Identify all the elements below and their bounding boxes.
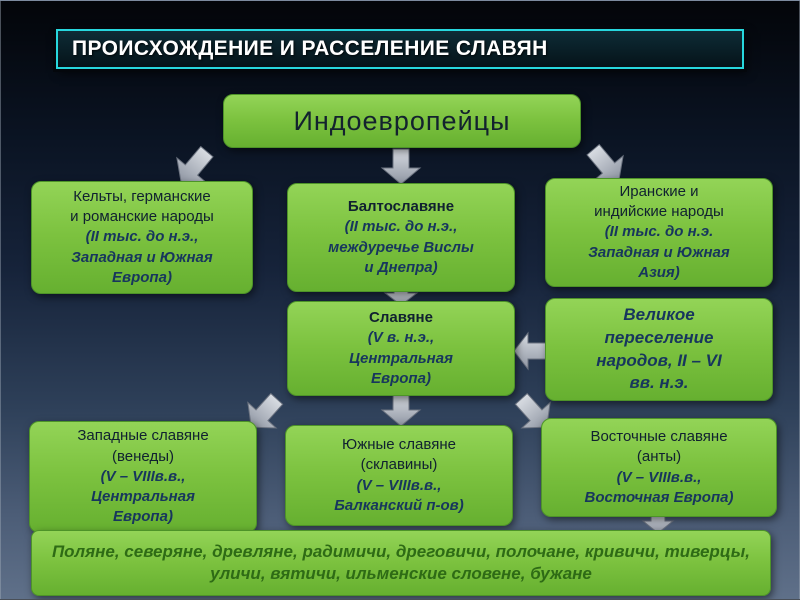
box-balto-slavs-line-3: и Днепра) xyxy=(364,258,438,276)
arrow-root-to-balts xyxy=(380,148,422,185)
box-celts-line-0: Кельты, германские xyxy=(73,187,211,205)
box-slavs-line-0: Славяне xyxy=(369,309,433,326)
box-great-migration: Великое переселение народов, II – VI вв.… xyxy=(545,298,773,401)
box-slavs-line-2: Центральная xyxy=(349,349,453,367)
box-balto-slavs: Балтославяне (II тыс. до н.э., междуречь… xyxy=(287,183,515,292)
arrow-slavs-to-south xyxy=(380,394,422,427)
box-eastern-slavs-line-0: Восточные славяне xyxy=(590,428,728,445)
slide-title: ПРОИСХОЖДЕНИЕ И РАССЕЛЕНИЕ СЛАВЯН xyxy=(56,29,744,69)
tribes-text: Поляне, северяне, древляне, радимичи, др… xyxy=(51,541,751,583)
box-western-slavs: Западные славяне (венеды) (V – VIIIв.в.,… xyxy=(29,421,257,533)
box-celts-line-1: и романские народы xyxy=(70,208,214,226)
box-balto-slavs-line-2: междуречье Вислы xyxy=(328,238,474,256)
box-great-migration-line-1: переселение xyxy=(604,327,714,347)
box-southern-slavs-line-0: Южные славяне xyxy=(342,436,456,453)
box-iranian-indian-line-0: Иранские и xyxy=(619,182,699,200)
box-iranian-indian: Иранские и индийские народы (II тыс. до … xyxy=(545,178,773,287)
box-western-slavs-line-2: (V – VIIIв.в., xyxy=(100,467,186,485)
box-iranian-indian-line-1: индийские народы xyxy=(594,203,724,221)
box-indo-europeans-label: Индоевропейцы xyxy=(293,105,511,136)
box-indo-europeans: Индоевропейцы xyxy=(223,94,581,148)
box-eastern-slavs-line-3: Восточная Европа) xyxy=(584,488,734,506)
box-celts-line-2: (II тыс. до н.э., xyxy=(85,228,199,246)
box-great-migration-line-3: вв. н.э. xyxy=(629,373,689,393)
box-slavs-line-1: (V в. н.э., xyxy=(367,329,435,347)
box-tribes-list: Поляне, северяне, древляне, радимичи, др… xyxy=(31,530,771,596)
box-celts-line-3: Западная и Южная xyxy=(71,248,213,266)
box-iranian-indian-line-4: Азия) xyxy=(638,263,680,281)
box-southern-slavs-line-3: Балканский п-ов) xyxy=(334,496,464,514)
box-slavs-line-3: Европа) xyxy=(371,369,431,387)
box-eastern-slavs-line-2: (V – VIIIв.в., xyxy=(616,468,702,486)
box-iranian-indian-line-2: (II тыс. до н.э. xyxy=(604,223,714,241)
box-southern-slavs: Южные славяне (склавины) (V – VIIIв.в., … xyxy=(285,425,513,526)
box-celts-line-4: Европа) xyxy=(112,268,172,286)
box-great-migration-line-0: Великое xyxy=(623,304,695,324)
box-eastern-slavs: Восточные славяне (анты) (V – VIIIв.в., … xyxy=(541,418,777,517)
box-iranian-indian-line-3: Западная и Южная xyxy=(588,243,730,261)
box-balto-slavs-line-0: Балтославяне xyxy=(347,198,455,215)
box-celts-germanic-romance: Кельты, германские и романские народы (I… xyxy=(31,181,253,294)
box-western-slavs-line-1: (венеды) xyxy=(112,447,174,465)
box-southern-slavs-line-2: (V – VIIIв.в., xyxy=(356,476,442,494)
box-balto-slavs-line-1: (II тыс. до н.э., xyxy=(344,218,458,236)
box-western-slavs-line-0: Западные славяне xyxy=(77,427,209,445)
box-great-migration-line-2: народов, II – VI xyxy=(596,350,722,370)
box-slavs: Славяне (V в. н.э., Центральная Европа) xyxy=(287,301,515,396)
box-western-slavs-line-4: Европа) xyxy=(113,508,173,526)
arrow-migration-to-slavs xyxy=(513,331,547,371)
box-western-slavs-line-3: Центральная xyxy=(91,488,195,506)
box-eastern-slavs-line-1: (анты) xyxy=(636,448,682,466)
box-southern-slavs-line-1: (склавины) xyxy=(360,456,438,474)
